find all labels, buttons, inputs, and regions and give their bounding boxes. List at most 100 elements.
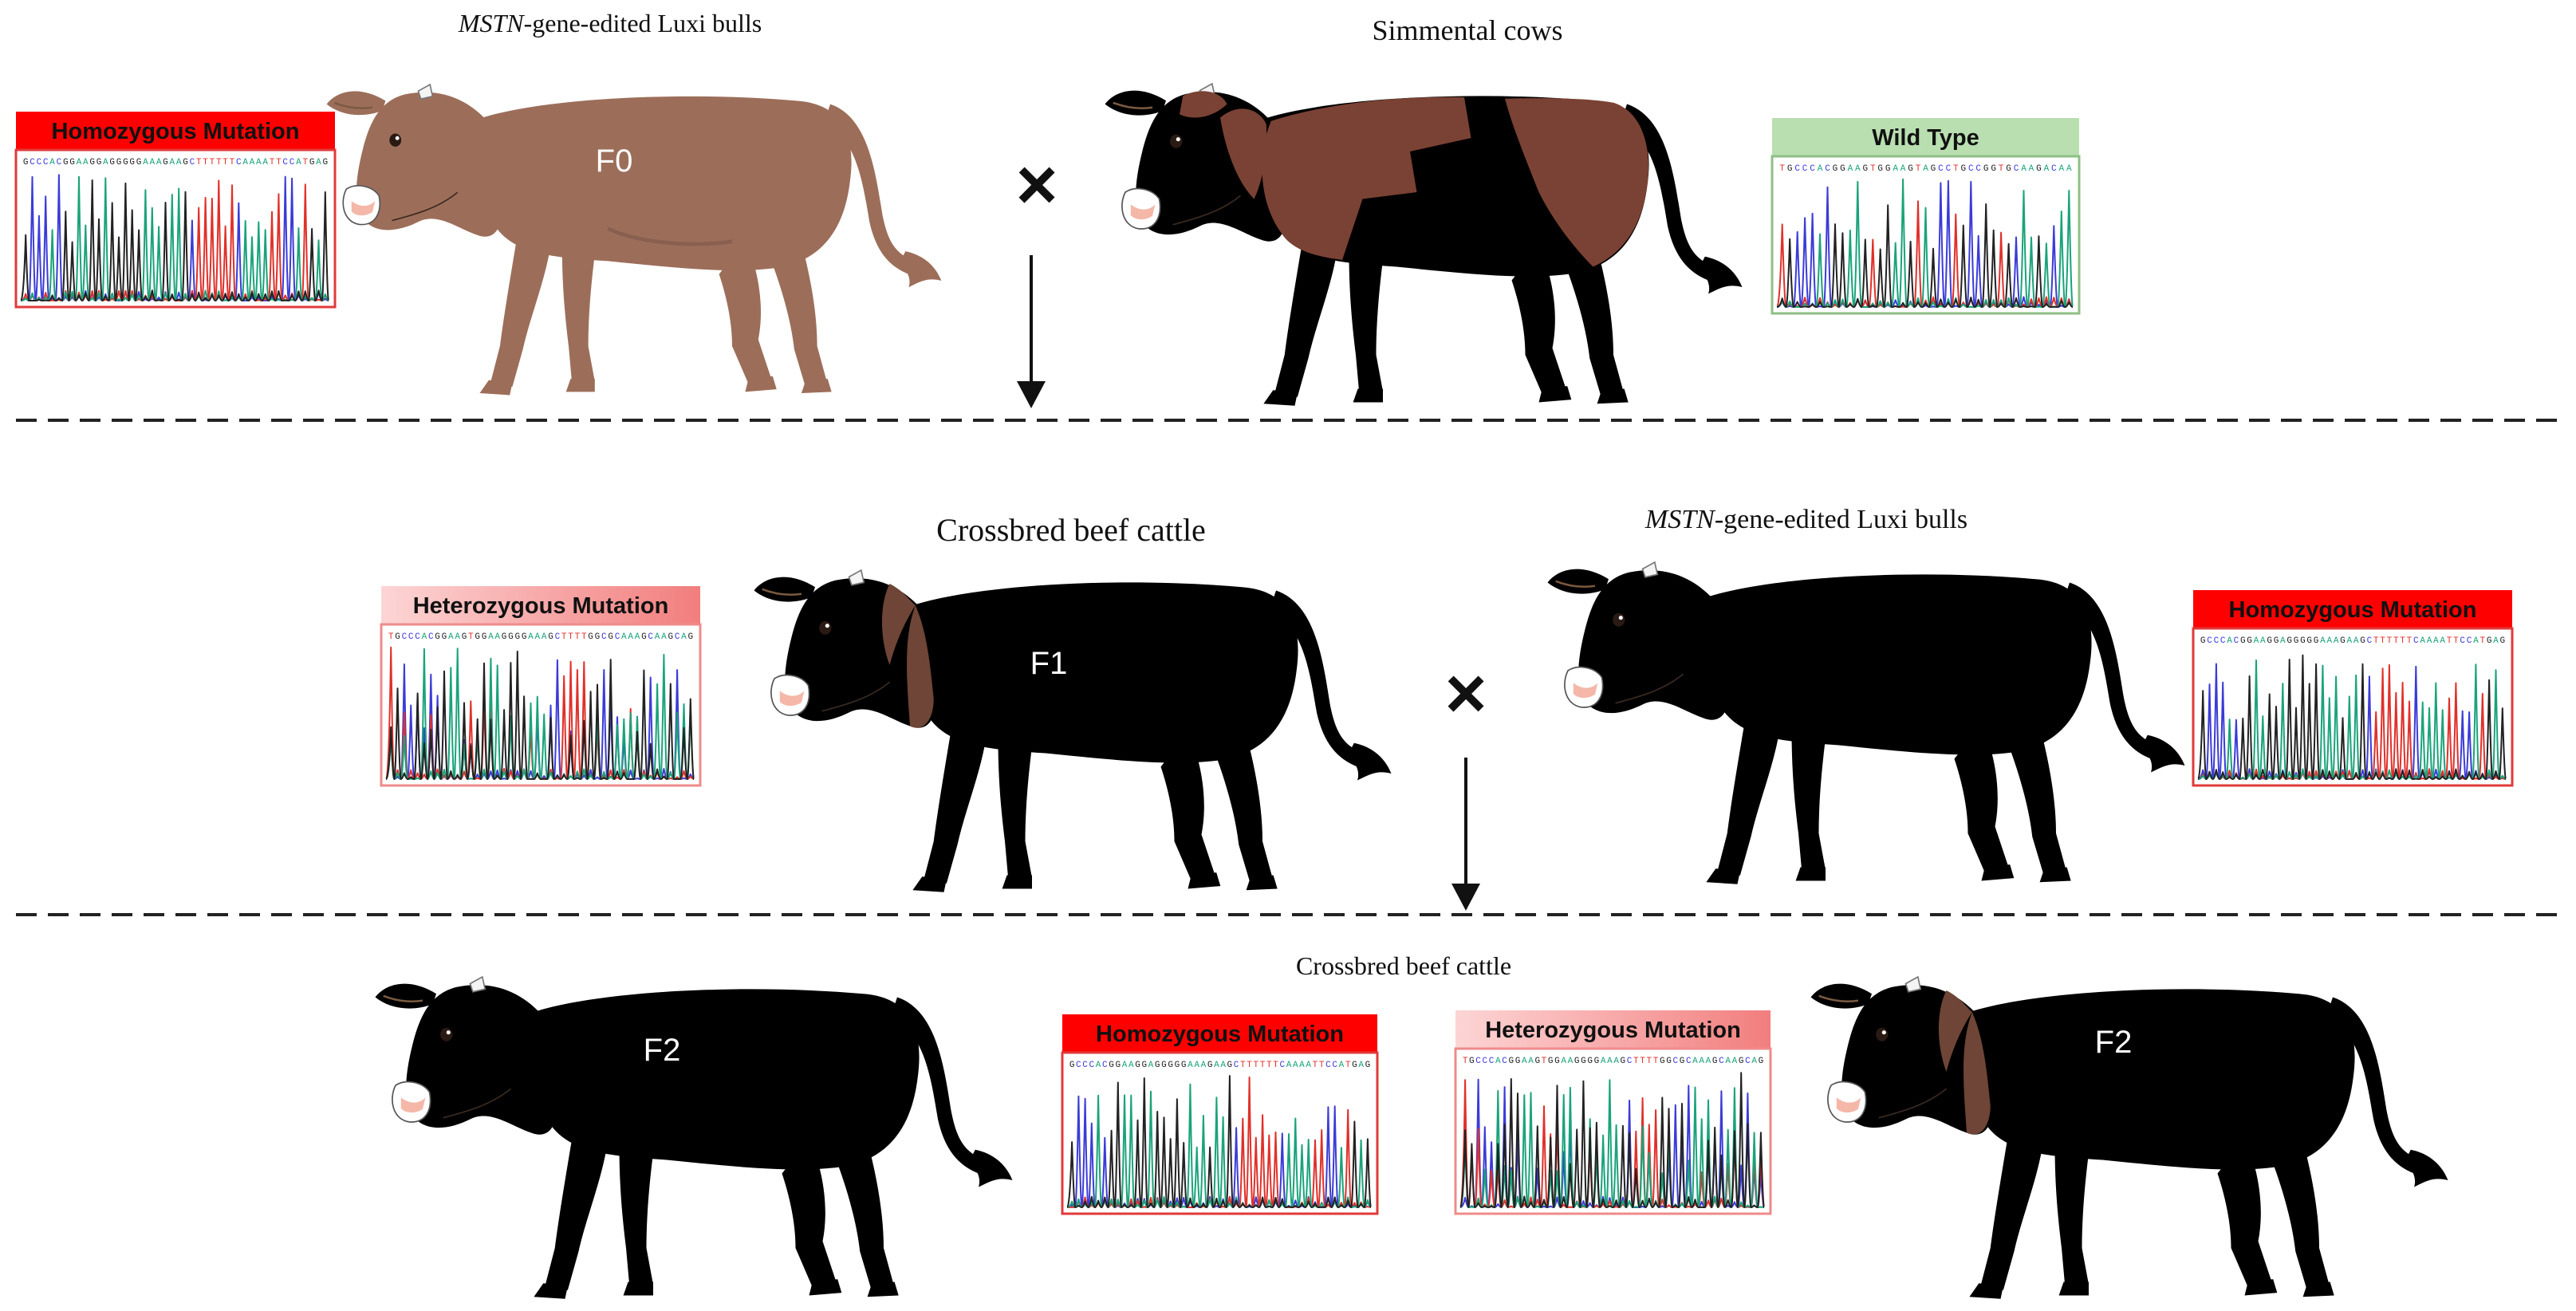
- base-letter: A: [1607, 1057, 1613, 1066]
- base-letter: G: [1739, 1057, 1744, 1066]
- label-f1-crossbred: Crossbred beef cattle: [936, 512, 1206, 548]
- base-letter: G: [1594, 1057, 1600, 1066]
- base-letter: G: [2200, 636, 2206, 646]
- trace-line: [1459, 1072, 1765, 1208]
- label-simmental-cows: Simmental cows: [1373, 14, 1563, 46]
- base-letter: A: [2021, 164, 2027, 174]
- base-letter: A: [1900, 164, 1906, 174]
- base-letter: A: [149, 158, 155, 167]
- base-letter: G: [123, 158, 128, 167]
- base-letter: G: [1991, 164, 1996, 174]
- base-letter: T: [1542, 1057, 1547, 1066]
- base-letter: G: [548, 632, 553, 642]
- base-letter: A: [2254, 636, 2259, 646]
- base-letter: A: [83, 158, 89, 167]
- base-letter: A: [1601, 1057, 1606, 1066]
- base-letter: C: [2460, 636, 2465, 646]
- base-letter: G: [1961, 164, 1967, 174]
- base-letter: G: [1207, 1061, 1213, 1070]
- base-letter: A: [2059, 164, 2065, 174]
- base-letter: C: [428, 632, 434, 642]
- base-letter: A: [1848, 164, 1853, 174]
- chromatogram-header: [381, 586, 700, 624]
- base-letter: G: [1168, 1061, 1173, 1070]
- chromatogram-header: [2193, 590, 2512, 628]
- base-letter: T: [2387, 636, 2393, 646]
- base-letter: C: [57, 158, 62, 167]
- f2-offspring-right: #f2right .cow-fill { fill: #6e4536; stro…: [1811, 977, 2448, 1299]
- base-letter: G: [109, 158, 115, 167]
- trace-line: [20, 179, 329, 301]
- base-letter: A: [1893, 164, 1898, 174]
- base-letter: C: [1825, 164, 1830, 174]
- base-letter: G: [508, 632, 514, 642]
- base-letter: T: [561, 632, 567, 642]
- base-letter: C: [1483, 1057, 1488, 1066]
- trace-line: [2197, 654, 2507, 780]
- base-letter: G: [1660, 1057, 1665, 1066]
- base-letter: T: [216, 158, 222, 167]
- base-letter: G: [2267, 636, 2272, 646]
- base-letter: G: [1469, 1057, 1475, 1066]
- base-letter: C: [2220, 636, 2226, 646]
- base-letter: C: [1968, 164, 1974, 174]
- base-letter: C: [1627, 1057, 1633, 1066]
- base-letter: G: [1548, 1057, 1554, 1066]
- base-letter: C: [1082, 1061, 1088, 1070]
- base-letter: G: [1141, 1061, 1147, 1070]
- base-letter: G: [1175, 1061, 1180, 1070]
- base-letter: C: [282, 158, 288, 167]
- base-letter: T: [1916, 164, 1921, 174]
- base-letter: C: [1810, 164, 1815, 174]
- base-letter: A: [1299, 1061, 1305, 1070]
- base-letter: A: [2473, 636, 2479, 646]
- base-letter: A: [448, 632, 454, 642]
- base-letter: T: [1273, 1061, 1278, 1070]
- bull-descriptor: -gene-edited Luxi bulls: [524, 9, 762, 37]
- base-letter: G: [608, 632, 613, 642]
- base-letter: G: [2036, 164, 2042, 174]
- base-letter: C: [2367, 636, 2373, 646]
- base-letter: C: [1745, 1057, 1751, 1066]
- base-letter: A: [250, 158, 255, 167]
- gene-name: MSTN: [458, 9, 525, 37]
- base-letter: C: [1089, 1061, 1095, 1070]
- base-letter: A: [1732, 1057, 1738, 1066]
- chromatogram-title: Wild Type: [1872, 125, 1979, 151]
- base-letter: A: [535, 632, 541, 642]
- base-letter: T: [1463, 1057, 1468, 1066]
- base-letter: A: [422, 632, 427, 642]
- base-letter: G: [23, 158, 29, 167]
- base-letter: A: [1706, 1057, 1711, 1066]
- base-letter: G: [1983, 164, 1989, 174]
- base-letter: A: [2347, 636, 2353, 646]
- base-letter: T: [1247, 1061, 1252, 1070]
- base-letter: G: [2006, 164, 2011, 174]
- label-f0-bull: MSTN-gene-edited Luxi bulls: [458, 9, 762, 37]
- gene-name: MSTN: [1644, 505, 1716, 534]
- base-letter: C: [236, 158, 242, 167]
- base-letter: G: [1161, 1061, 1167, 1070]
- base-letter: A: [1855, 164, 1861, 174]
- base-letter: T: [276, 158, 282, 167]
- base-letter: G: [1877, 164, 1883, 174]
- base-letter: G: [2274, 636, 2279, 646]
- label-f2-crossbred: Crossbred beef cattle: [1296, 951, 1511, 980]
- base-letter: C: [555, 632, 561, 642]
- cross-symbol-icon: ×: [1016, 145, 1058, 225]
- chromatogram-frame: [1061, 1051, 1379, 1215]
- chromatogram-title: Homozygous Mutation: [52, 119, 300, 144]
- f1-luxi-bull: #f1bull .cow-fill { fill: #a87a66; strok…: [1548, 562, 2185, 884]
- base-letter: G: [1069, 1061, 1075, 1070]
- base-letter: G: [323, 158, 329, 167]
- base-letter: T: [2447, 636, 2452, 646]
- base-letter: C: [1325, 1061, 1331, 1070]
- base-letter: A: [2260, 636, 2266, 646]
- base-letter: T: [1266, 1061, 1272, 1070]
- base-letter: C: [1502, 1057, 1507, 1066]
- base-letter: G: [1712, 1057, 1718, 1066]
